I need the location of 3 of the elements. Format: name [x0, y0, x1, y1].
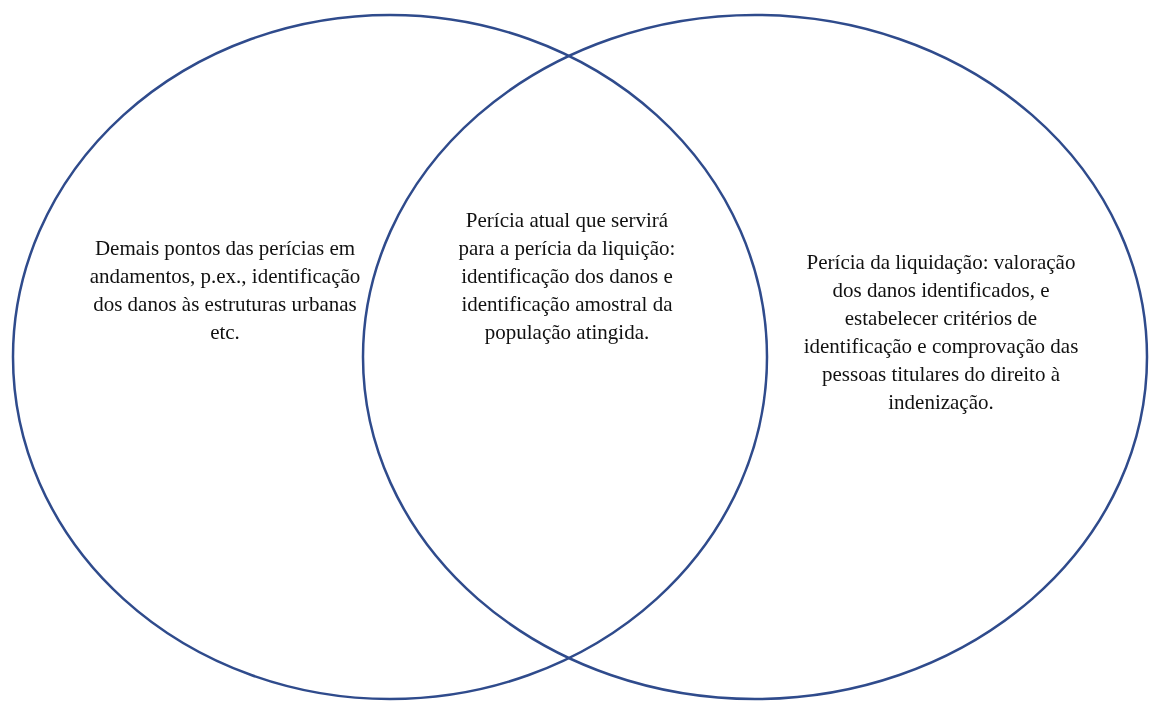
overlap-text: Perícia atual que servirá para a perícia da liquição: identificação dos danos e identificação amostral da população atingida. [457, 207, 677, 346]
region-text: Perícia da liquidação: valoração dos danos identificados, e estabelecer critérios de identificação e comprovação das pessoas titulares do direito à indenização. [803, 249, 1079, 416]
region-text: Demais pontos das perícias em andamentos, p.ex., identificação dos danos às estruturas urbanas etc. [88, 235, 362, 346]
